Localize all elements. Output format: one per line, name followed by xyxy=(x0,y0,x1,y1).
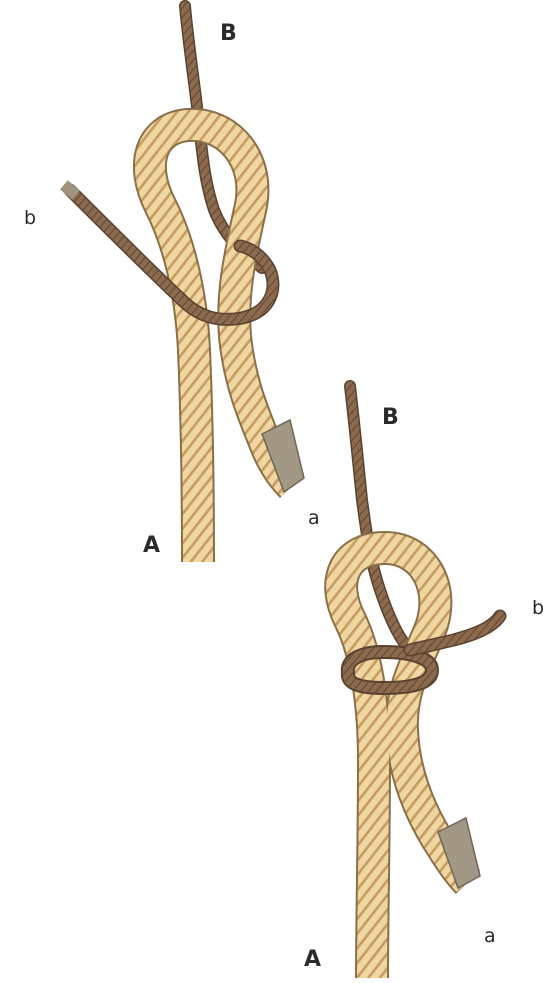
label-b-1: b xyxy=(24,207,36,229)
label-a-2: a xyxy=(484,925,496,947)
label-B-2: B xyxy=(382,405,399,430)
thick-rope-2 xyxy=(341,548,480,978)
label-b-2: b xyxy=(532,597,543,619)
thick-rope-1 xyxy=(150,125,304,562)
label-A-2: A xyxy=(304,947,321,972)
label-a-1: a xyxy=(308,507,320,529)
figure-step-1: B b a A xyxy=(24,6,320,562)
label-A-1: A xyxy=(143,533,160,558)
label-B-1: B xyxy=(220,21,237,46)
figure-step-2: B b a A xyxy=(304,386,543,978)
